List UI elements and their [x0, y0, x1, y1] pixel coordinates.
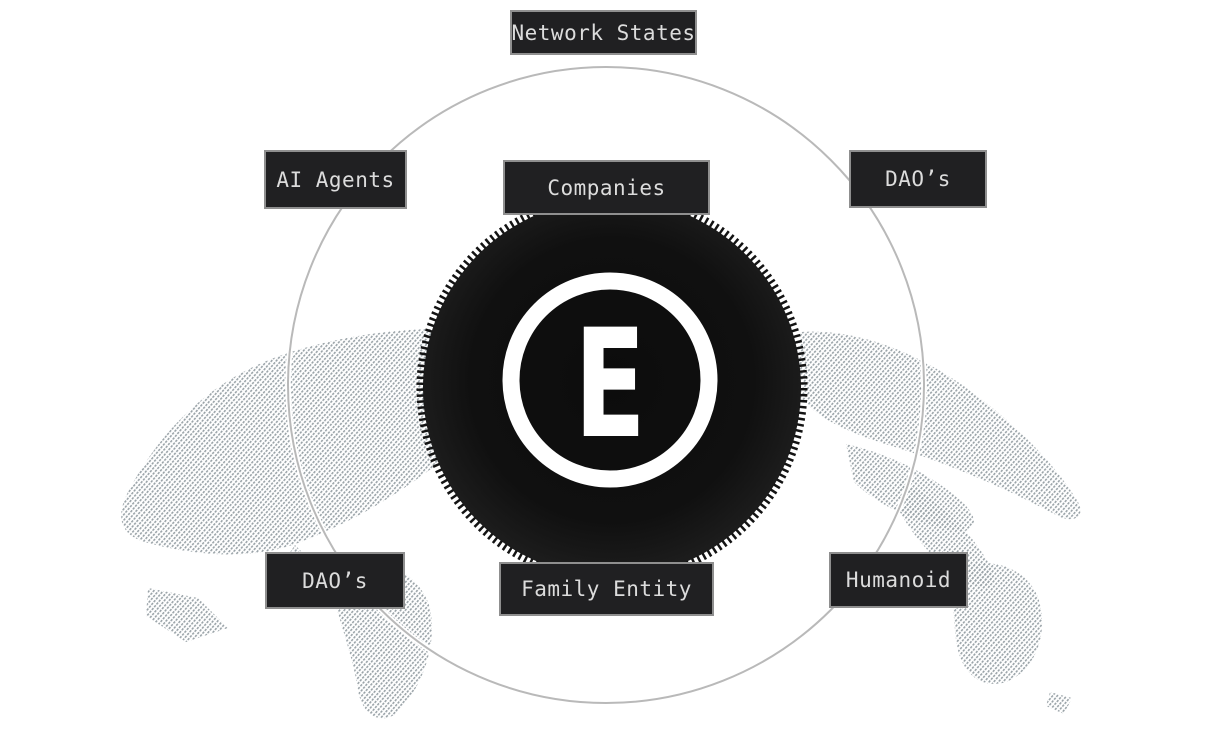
label-text-ai-agents: AI Agents	[276, 167, 395, 192]
logo-ring	[502, 272, 718, 488]
map-islands-right	[1046, 692, 1072, 714]
world-map	[121, 328, 1081, 719]
map-landmass-southeast-asia	[898, 480, 994, 588]
label-box-humanoid: Humanoid	[829, 552, 968, 608]
label-box-companies: Companies	[503, 160, 710, 215]
map-landmass-australia	[953, 563, 1043, 684]
label-text-daos-left: DAO’s	[302, 568, 368, 593]
logo-letter: E	[574, 297, 646, 472]
map-landmass-asia	[798, 331, 1081, 520]
label-box-daos-left: DAO’s	[265, 552, 405, 609]
map-landmass-north-america	[121, 328, 498, 555]
label-text-network-states: Network States	[511, 20, 696, 45]
label-text-humanoid: Humanoid	[845, 568, 952, 592]
map-islands-left	[146, 588, 228, 642]
label-text-daos-right: DAO’s	[885, 167, 951, 191]
orbit-ring	[287, 66, 925, 704]
label-text-family-entity: Family Entity	[521, 577, 692, 601]
label-text-companies: Companies	[547, 175, 666, 200]
entity-disc	[423, 199, 801, 577]
label-box-network-states: Network States	[510, 10, 697, 55]
label-box-daos-right: DAO’s	[849, 150, 987, 208]
label-box-family-entity: Family Entity	[499, 562, 714, 616]
label-box-ai-agents: AI Agents	[264, 150, 407, 209]
